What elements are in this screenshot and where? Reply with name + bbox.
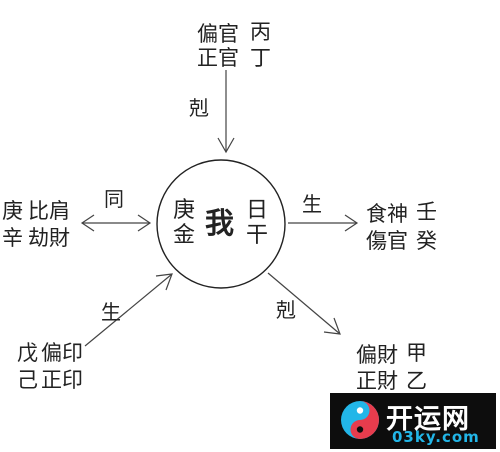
bottom-left-row2: 正印 [41, 368, 83, 392]
left-stem2: 辛 [2, 226, 23, 250]
yin-yang-icon [341, 401, 379, 439]
bottom-left-arrowhead [155, 273, 173, 291]
bottom-right-stem2: 乙 [406, 369, 427, 393]
top-arrowhead [217, 137, 235, 154]
bottom-left-relation-label: 生 [101, 300, 121, 324]
bottom-right-stem1: 甲 [406, 341, 427, 365]
right-stem1: 壬 [416, 200, 437, 224]
top-row2: 正官 [197, 46, 239, 70]
top-stem1: 丙 [250, 20, 271, 44]
right-relation-label: 生 [302, 192, 322, 216]
right-stem2: 癸 [416, 229, 437, 253]
center-self-label: 我 [205, 206, 235, 240]
bottom-right-relation-label: 剋 [276, 298, 296, 322]
right-arrowhead [344, 214, 359, 232]
bottom-right-arrow [267, 272, 341, 335]
top-row1: 偏官 [197, 22, 239, 46]
logo-name: 开运网 [386, 404, 470, 435]
logo-url: 03ky.com [392, 428, 480, 446]
right-row2: 傷官 [366, 229, 408, 253]
site-logo: 开运网 03ky.com [330, 393, 496, 449]
left-arrowhead-right [137, 214, 152, 232]
bottom-right-row2: 正財 [356, 369, 398, 393]
left-row1: 比肩 [28, 199, 70, 223]
center-right-column: 日干 [245, 198, 268, 248]
top-stem2: 丁 [250, 46, 271, 70]
left-arrowhead-left [80, 214, 95, 232]
bottom-left-arrow [84, 273, 173, 347]
left-stem1: 庚 [2, 199, 23, 223]
day-master-circle [156, 159, 286, 289]
bottom-left-stem1: 戊 [17, 341, 38, 365]
bottom-right-arrowhead [323, 317, 341, 335]
right-row1: 食神 [366, 202, 408, 226]
bottom-left-stem2: 己 [17, 368, 38, 392]
center-left-column: 庚金 [172, 198, 195, 248]
bottom-left-row1: 偏印 [41, 341, 83, 365]
left-row2: 劫財 [28, 226, 70, 250]
top-relation-label: 剋 [189, 96, 209, 120]
bottom-right-row1: 偏財 [356, 343, 398, 367]
left-relation-label: 同 [104, 187, 124, 211]
